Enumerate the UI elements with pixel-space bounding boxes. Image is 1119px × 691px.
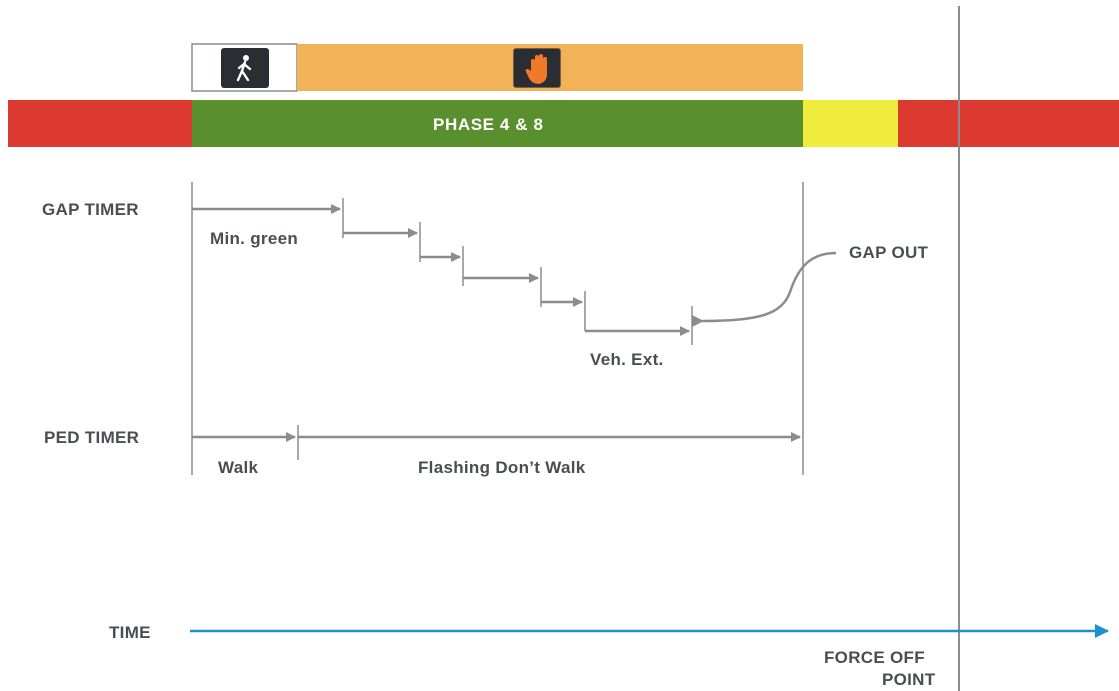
gap-timer-steps	[192, 198, 693, 345]
red-interval-left	[8, 100, 192, 147]
raised-hand-icon	[513, 48, 561, 88]
walking-person-icon	[221, 48, 269, 88]
veh-ext-label: Veh. Ext.	[590, 350, 664, 369]
force-off-label-line1: FORCE OFF	[824, 648, 925, 667]
ped-timer-label: PED TIMER	[44, 428, 140, 447]
flashing-dont-walk-label: Flashing Don’t Walk	[418, 458, 586, 477]
gap-out-arrow	[691, 251, 837, 328]
time-axis-label: TIME	[109, 623, 151, 642]
phase-label: PHASE 4 & 8	[433, 115, 544, 134]
force-off-label-line2: POINT	[882, 670, 936, 689]
yellow-interval	[803, 100, 898, 147]
red-interval-right	[898, 100, 1119, 147]
gap-timer-label: GAP TIMER	[42, 200, 139, 219]
min-green-label: Min. green	[210, 229, 299, 248]
gap-out-label: GAP OUT	[849, 243, 929, 262]
walk-label: Walk	[218, 458, 259, 477]
green-interval	[192, 100, 803, 147]
ped-timer-arrows	[192, 425, 801, 460]
